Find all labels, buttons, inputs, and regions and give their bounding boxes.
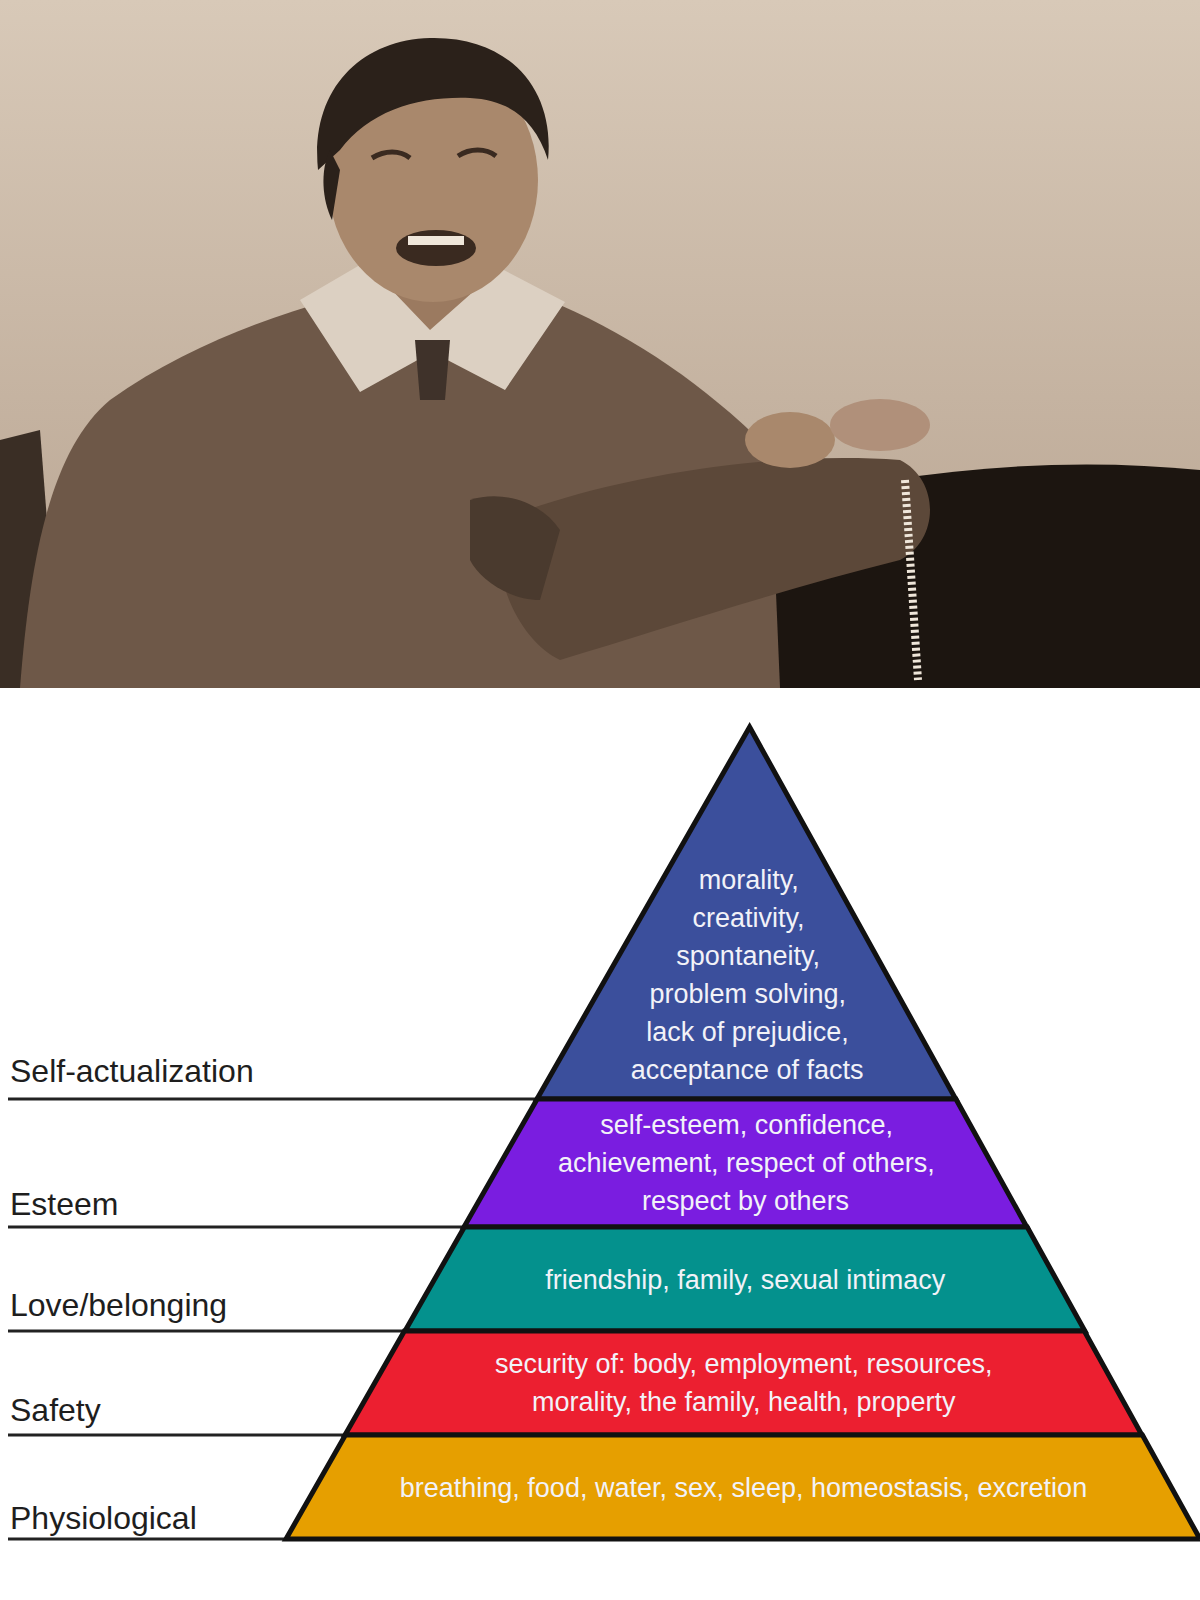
- level-label: Physiological: [10, 1499, 197, 1537]
- text-flow: security of: body, employment, resources…: [345, 1345, 1142, 1435]
- portrait-photo: [0, 0, 1200, 688]
- pyramid-band: breathing, food, water, sex, sleep, home…: [286, 1435, 1200, 1539]
- leader-line: [8, 1434, 345, 1437]
- band-fill: [286, 1435, 1200, 1539]
- pyramid-band: self-esteem, confidence, achievement, re…: [464, 1099, 1027, 1227]
- leader-line: [8, 1538, 286, 1541]
- band-text: friendship, family, sexual intimacy: [425, 1261, 1065, 1299]
- level-label: Safety: [10, 1391, 101, 1429]
- band-text: breathing, food, water, sex, sleep, home…: [286, 1469, 1200, 1507]
- flow-guide: [1026, 1261, 1085, 1331]
- flow-guide: [464, 1106, 553, 1227]
- pyramid-band: morality, creativity, spontaneity, probl…: [537, 727, 956, 1099]
- band-shape: [345, 1331, 1142, 1435]
- level-label: Esteem: [10, 1185, 118, 1223]
- flow-guide: [940, 1106, 1027, 1227]
- flow-guide: [345, 1345, 416, 1435]
- band-text: security of: body, employment, resources…: [464, 1345, 1024, 1421]
- text-flow: breathing, food, water, sex, sleep, home…: [286, 1469, 1200, 1539]
- flow-guide: [405, 1261, 465, 1331]
- level-label: Self-actualization: [10, 1052, 254, 1090]
- band-text: morality, creativity, spontaneity, probl…: [537, 861, 956, 1089]
- band-fill: [537, 727, 956, 1099]
- band-text: self-esteem, confidence, achievement, re…: [516, 1106, 976, 1220]
- flow-guide: [1141, 1469, 1200, 1539]
- band-fill: [405, 1227, 1085, 1331]
- leader-line: [8, 1330, 405, 1333]
- leader-line: [8, 1226, 464, 1229]
- pyramid-band: security of: body, employment, resources…: [345, 1331, 1142, 1435]
- band-fill: [464, 1099, 1027, 1227]
- pyramid-band: friendship, family, sexual intimacy: [405, 1227, 1085, 1331]
- flow-guide: [1072, 1345, 1142, 1435]
- band-fill: [345, 1331, 1142, 1435]
- text-flow: morality, creativity, spontaneity, probl…: [537, 861, 956, 1099]
- level-label: Love/belonging: [10, 1286, 227, 1324]
- text-flow: friendship, family, sexual intimacy: [405, 1261, 1085, 1331]
- text-flow: self-esteem, confidence, achievement, re…: [464, 1106, 1027, 1227]
- flow-guide: [286, 1469, 346, 1539]
- leader-line: [8, 1098, 537, 1101]
